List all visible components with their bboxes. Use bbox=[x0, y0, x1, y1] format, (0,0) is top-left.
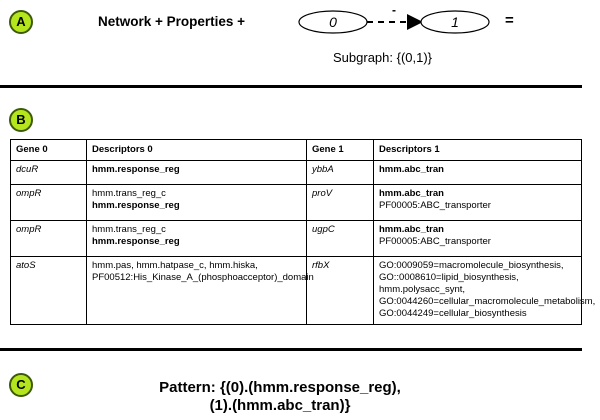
section-a-title: Network + Properties + bbox=[98, 14, 246, 29]
pattern-line-1: Pattern: {(0).(hmm.response_reg), bbox=[159, 379, 401, 396]
descriptors-0-cell: hmm.response_reg bbox=[86, 160, 307, 185]
descriptor-line: hmm.abc_tran bbox=[379, 164, 444, 175]
gene-0-cell: ompR bbox=[10, 220, 87, 257]
gene-1-cell: rfbX bbox=[306, 256, 374, 325]
section-a-badge: A bbox=[9, 10, 33, 34]
edge-sign-label: - bbox=[392, 3, 396, 17]
header-gene-1: Gene 1 bbox=[306, 139, 374, 161]
header-descriptors-0: Descriptors 0 bbox=[86, 139, 307, 161]
header-descriptors-1: Descriptors 1 bbox=[373, 139, 582, 161]
gene-1-cell: ugpC bbox=[306, 220, 374, 257]
descriptor-line: hmm.abc_tran bbox=[379, 188, 444, 199]
node-1-ellipse bbox=[420, 10, 490, 34]
equals-sign: = bbox=[505, 12, 514, 29]
header-gene-0: Gene 0 bbox=[10, 139, 87, 161]
gene-1-cell: ybbA bbox=[306, 160, 374, 185]
divider-a-b bbox=[0, 85, 582, 88]
descriptor-line: hmm.trans_reg_c bbox=[92, 188, 166, 199]
descriptor-line: hmm.response_reg bbox=[92, 164, 180, 175]
descriptor-line: GO:0009059=macromolecule_biosynthesis, G… bbox=[379, 260, 596, 319]
gene-1-cell: proV bbox=[306, 184, 374, 221]
descriptors-1-cell: hmm.abc_tran bbox=[373, 160, 582, 185]
node-0-label: 0 bbox=[329, 14, 337, 30]
gene-0-cell: ompR bbox=[10, 184, 87, 221]
node-1-label: 1 bbox=[451, 14, 459, 30]
gene-descriptor-table: Gene 0 Descriptors 0 Gene 1 Descriptors … bbox=[10, 139, 596, 325]
descriptors-0-cell: hmm.pas, hmm.hatpase_c, hmm.hiska, PF005… bbox=[86, 256, 314, 325]
subgraph-label: Subgraph: {(0,1)} bbox=[333, 50, 433, 65]
gene-0-cell: dcuR bbox=[10, 160, 87, 185]
descriptor-line: PF00005:ABC_transporter bbox=[379, 236, 491, 247]
descriptor-line: hmm.trans_reg_c bbox=[92, 224, 166, 235]
table-header-row: Gene 0 Descriptors 0 Gene 1 Descriptors … bbox=[10, 139, 582, 161]
pattern-line-2: (1).(hmm.abc_tran)} bbox=[209, 397, 351, 414]
section-b-badge: B bbox=[9, 108, 33, 132]
descriptor-line: PF00005:ABC_transporter bbox=[379, 200, 491, 211]
gene-0-cell: atoS bbox=[10, 256, 87, 325]
descriptor-line: hmm.response_reg bbox=[92, 236, 180, 247]
descriptor-line: hmm.pas, hmm.hatpase_c, hmm.hiska, PF005… bbox=[92, 260, 314, 283]
descriptor-line: hmm.response_reg bbox=[92, 200, 180, 211]
pattern-text: Pattern: {(0).(hmm.response_reg), (1).(h… bbox=[150, 379, 410, 415]
descriptors-1-cell: GO:0009059=macromolecule_biosynthesis, G… bbox=[373, 256, 596, 325]
section-c-badge: C bbox=[9, 373, 33, 397]
divider-b-c bbox=[0, 348, 582, 351]
descriptor-line: hmm.abc_tran bbox=[379, 224, 444, 235]
network-edge-diagram: 0 - 1 bbox=[298, 3, 490, 34]
table-row: dcuR hmm.response_reg ybbA hmm.abc_tran bbox=[10, 160, 582, 185]
